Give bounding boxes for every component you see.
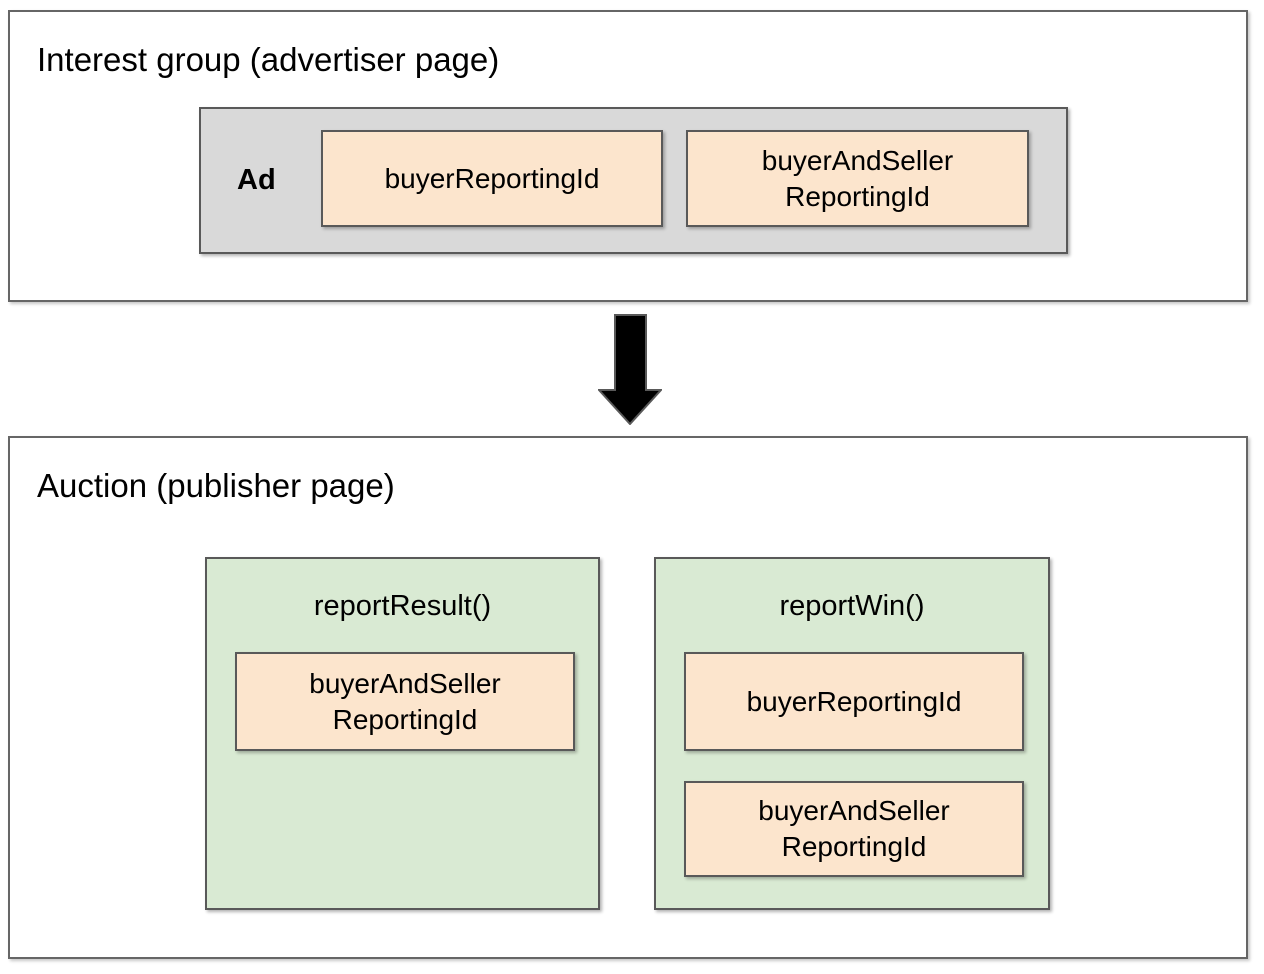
ad-label: Ad: [237, 164, 276, 196]
auction-panel: Auction (publisher page) reportResult() …: [8, 436, 1248, 959]
ad-box: Ad buyerReportingId buyerAndSeller Repor…: [199, 107, 1068, 254]
interest-group-panel: Interest group (advertiser page) Ad buye…: [8, 10, 1248, 302]
report-win-title: reportWin(): [779, 590, 925, 622]
auction-title: Auction (publisher page): [37, 467, 395, 504]
report-win-box: reportWin() buyerReportingId buyerAndSel…: [654, 557, 1050, 910]
report-result-box: reportResult() buyerAndSeller ReportingI…: [205, 557, 600, 910]
field-buyer-reporting-id: buyerReportingId: [321, 130, 663, 227]
field-buyer-and-seller-reporting-id: buyerAndSeller ReportingId: [684, 781, 1024, 877]
report-result-title: reportResult(): [313, 590, 492, 622]
interest-group-title: Interest group (advertiser page): [37, 41, 500, 78]
field-buyer-and-seller-reporting-id: buyerAndSeller ReportingId: [686, 130, 1029, 227]
field-buyer-reporting-id: buyerReportingId: [684, 652, 1024, 751]
down-arrow-icon: [598, 314, 662, 425]
field-buyer-and-seller-reporting-id: buyerAndSeller ReportingId: [235, 652, 575, 751]
